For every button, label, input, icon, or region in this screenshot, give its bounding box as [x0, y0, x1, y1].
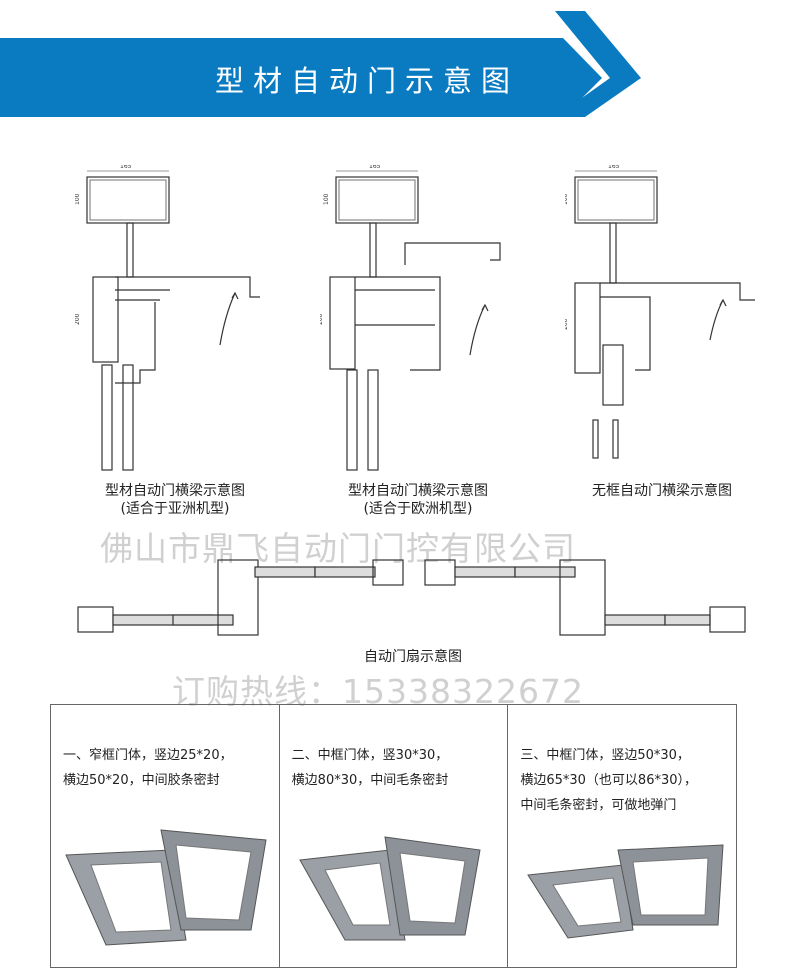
product-desc-line: 横边50*20，中间胶条密封 [63, 773, 220, 788]
dimension-label: 200 [565, 318, 569, 330]
dimension-label: 100 [323, 193, 330, 205]
diagram-caption-frameless: 无框自动门横梁示意图 [542, 482, 782, 500]
door-leaf-diagram [77, 559, 746, 636]
product-desc-line: 横边80*30，中间毛条密封 [291, 773, 449, 788]
product-image [298, 836, 481, 941]
dimension-label: 165 [369, 165, 381, 170]
product-desc-line: 中间毛条密封，可做地弹门 [520, 798, 677, 813]
leaf-caption: 自动门扇示意图 [364, 649, 462, 665]
product-desc-line: 横边65*30（也可以86*30）， [520, 773, 698, 788]
dimension-label: 165 [120, 165, 132, 170]
product-desc-line: 三、中框门体，竖边50*30， [520, 748, 690, 763]
product-narrow-frame: 一、窄框门体，竖边25*20， 横边50*20，中间胶条密封 [51, 705, 280, 967]
product-image [65, 829, 267, 946]
product-desc-line: 一、窄框门体，竖边25*20， [63, 748, 233, 763]
caption-title: 型材自动门横梁示意图 [105, 483, 245, 499]
diagram-caption-europe: 型材自动门横梁示意图 (适合于欧洲机型) [298, 482, 538, 518]
caption-title: 型材自动门横梁示意图 [348, 483, 488, 499]
header-banner [0, 11, 641, 117]
beam-diagram-frameless: 165 100 200 [565, 165, 755, 459]
product-table: 一、窄框门体，竖边25*20， 横边50*20，中间胶条密封 二、中框门体，竖30… [50, 704, 737, 968]
product-medium-frame-floor-spring: 三、中框门体，竖边50*30， 横边65*30（也可以86*30）， 中间毛条密封，… [508, 705, 736, 967]
caption-subtitle: (适合于亚洲机型) [120, 501, 230, 517]
caption-title: 无框自动门横梁示意图 [592, 483, 732, 499]
dimension-label: 100 [565, 193, 569, 205]
dimension-label: 200 [75, 313, 81, 325]
product-desc-line: 二、中框门体，竖30*30， [291, 748, 449, 763]
page-title: 型材自动门示意图 [215, 64, 520, 98]
watermark-company: 佛山市鼎飞自动门门控有限公司 [100, 529, 576, 568]
beam-diagram-europe: 165 100 200 [320, 165, 501, 471]
caption-subtitle: (适合于欧洲机型) [363, 501, 473, 517]
product-image [527, 844, 724, 939]
dimension-label: 100 [75, 193, 81, 205]
diagram-caption-asia: 型材自动门横梁示意图 (适合于亚洲机型) [55, 482, 295, 518]
product-medium-frame: 二、中框门体，竖30*30， 横边80*30，中间毛条密封 [280, 705, 509, 967]
dimension-label: 165 [608, 165, 620, 170]
beam-diagram-asia: 165 100 200 [75, 165, 260, 471]
dimension-label: 200 [320, 313, 324, 325]
